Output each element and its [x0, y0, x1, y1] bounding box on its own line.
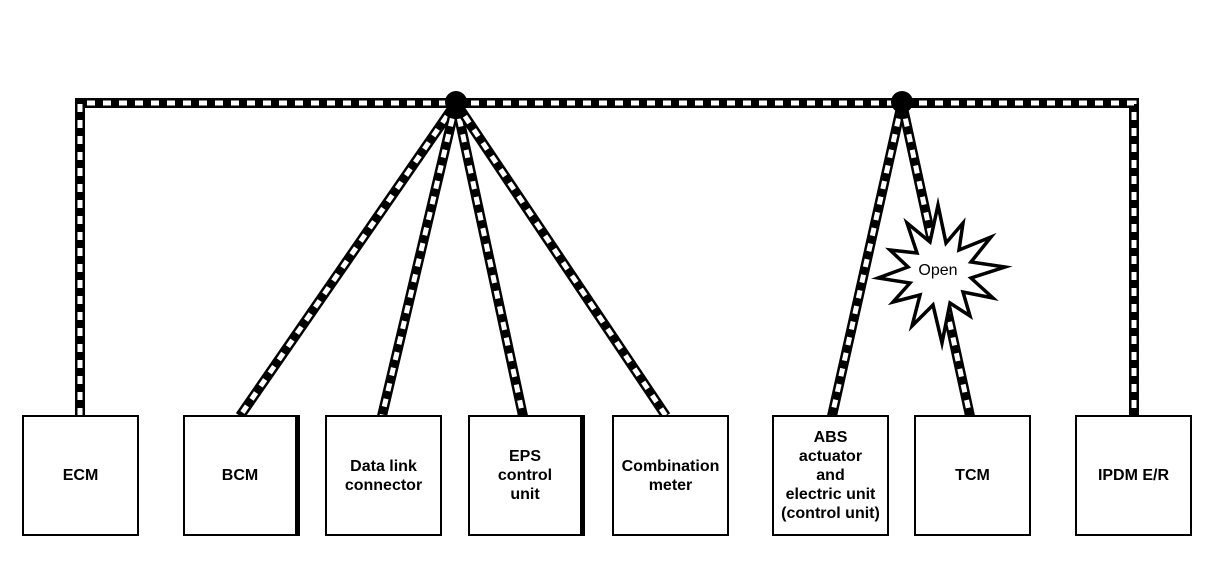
- branch-line-abs-actuator: [827, 101, 907, 418]
- node-box-combination-meter: Combination meter: [612, 415, 729, 536]
- open-circuit-burst-icon: [871, 196, 1013, 352]
- can-bus-backbone-line: [75, 98, 1139, 416]
- node-label-bcm: BCM: [221, 467, 259, 484]
- branch-line-eps-control-unit: [451, 101, 528, 418]
- node-label-ipdm-er: IPDM E/R: [1097, 467, 1170, 484]
- junction-dot-right: [891, 91, 913, 113]
- node-label-abs-actuator: ABS actuator and electric unit (control …: [781, 429, 880, 522]
- node-label-data-link-connector: Data link connector: [344, 457, 423, 494]
- branch-line-bcm: [235, 100, 461, 419]
- node-box-data-link-connector: Data link connector: [325, 415, 442, 536]
- junction-dot-left: [445, 91, 467, 113]
- branch-line-data-link-connector: [377, 101, 461, 418]
- node-box-ipdm-er: IPDM E/R: [1075, 415, 1192, 536]
- node-label-combination-meter: Combination meter: [621, 457, 720, 494]
- node-box-abs-actuator: ABS actuator and electric unit (control …: [772, 415, 889, 536]
- branch-line-combination-meter: [451, 100, 671, 419]
- node-label-ecm: ECM: [62, 467, 99, 484]
- node-label-eps-control-unit: EPS control unit: [497, 448, 553, 503]
- open-circuit-label: Open: [918, 262, 958, 279]
- node-box-bcm: BCM: [183, 415, 300, 536]
- node-label-tcm: TCM: [955, 467, 990, 484]
- node-box-eps-control-unit: EPS control unit: [468, 415, 585, 536]
- node-box-ecm: ECM: [22, 415, 139, 536]
- node-box-tcm: TCM: [914, 415, 1031, 536]
